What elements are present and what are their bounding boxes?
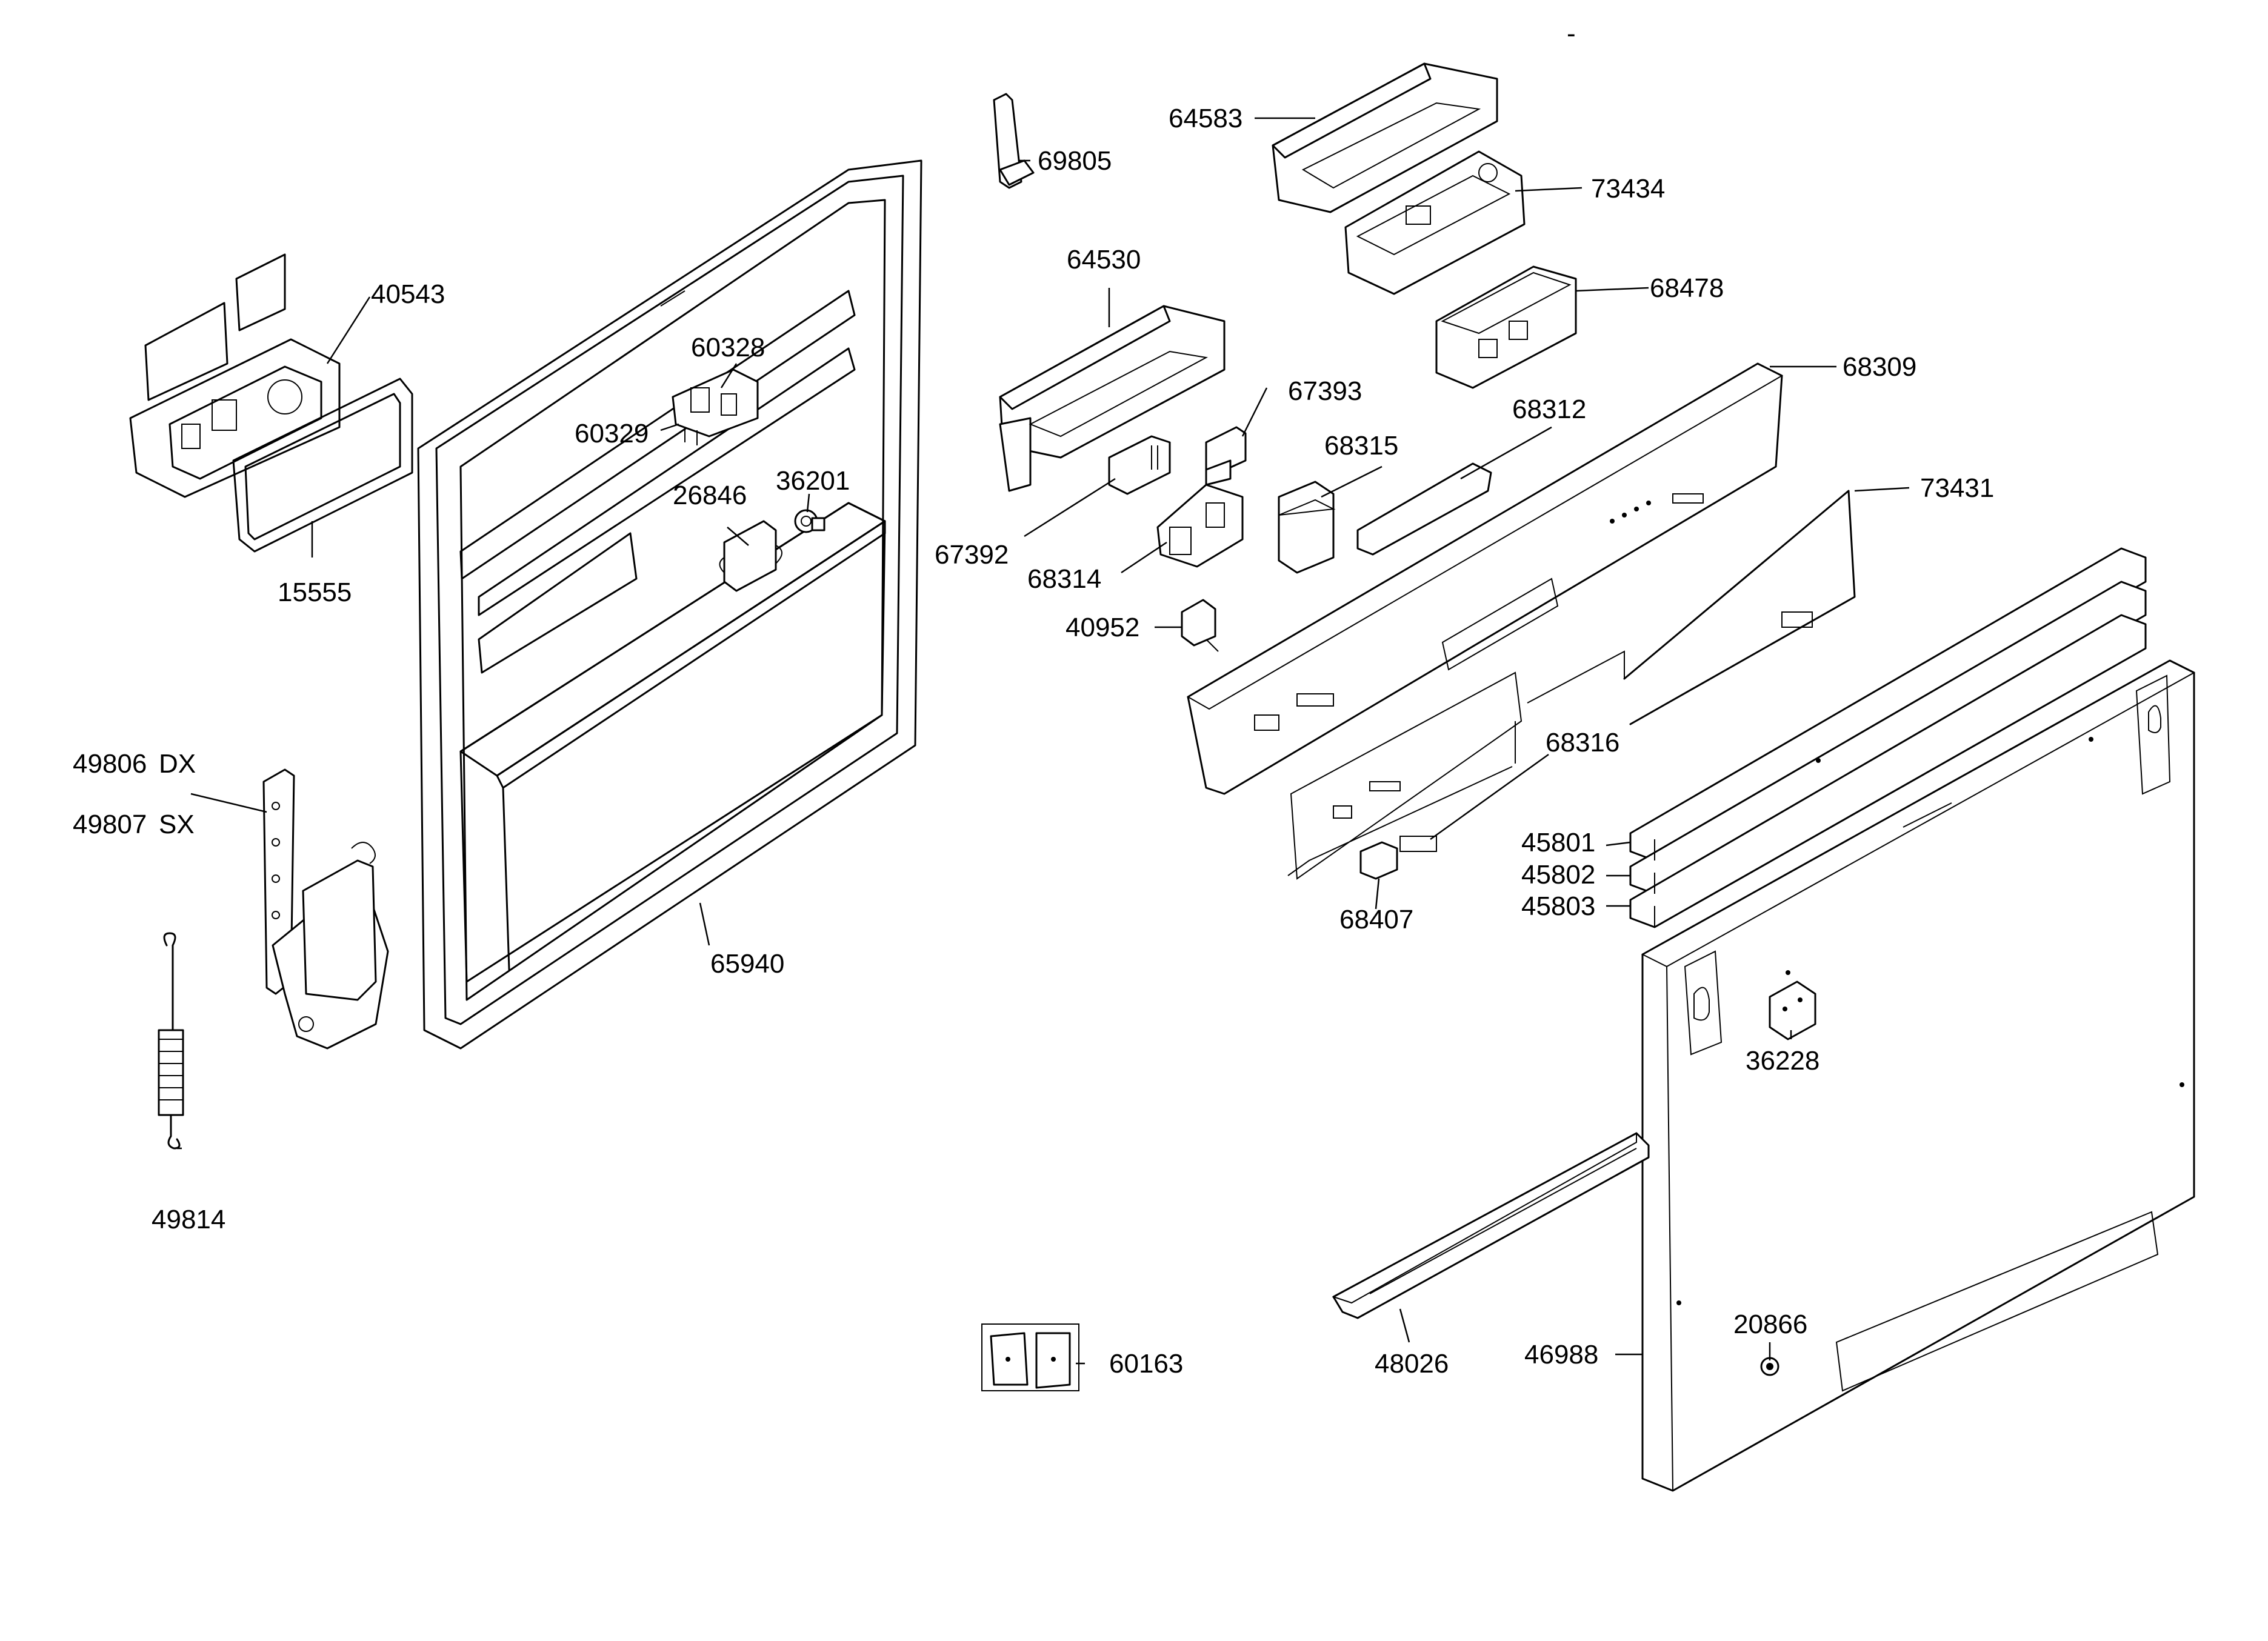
hinge-49806-49807 [262, 768, 389, 1050]
holder-68315 [1278, 481, 1336, 574]
label-64583: 64583 [1169, 104, 1242, 133]
control-unit-40543 [129, 253, 341, 498]
label-45802: 45802 [1521, 860, 1595, 890]
corner-mark: - [1567, 19, 1576, 48]
label-36201: 36201 [776, 466, 850, 496]
housing-64530 [999, 305, 1226, 492]
label-48026: 48026 [1375, 1349, 1449, 1379]
seal-15555 [232, 378, 413, 553]
label-69805: 69805 [1038, 146, 1112, 176]
label-15555: 15555 [278, 578, 352, 607]
label-65940: 65940 [710, 949, 784, 979]
label-45801: 45801 [1521, 828, 1595, 857]
strip-68312 [1356, 462, 1492, 556]
connector-40952 [1181, 599, 1219, 652]
switch-60328 [672, 368, 759, 445]
dispenser-73434 [1344, 150, 1526, 295]
outer-door-panel-46988 [1641, 659, 2196, 1492]
label-67393: 67393 [1288, 376, 1362, 406]
panel-73431 [1287, 490, 1856, 876]
part-labels: 40543 15555 60328 60329 26846 36201 4980… [73, 19, 1994, 1379]
strips-45801-45803 [1629, 547, 2147, 928]
knob-36201 [794, 509, 825, 533]
label-68314: 68314 [1027, 564, 1101, 594]
label-68312: 68312 [1512, 394, 1586, 424]
label-40543: 40543 [371, 279, 445, 309]
holder-68314 [1156, 484, 1244, 568]
label-49814: 49814 [152, 1205, 225, 1234]
label-68316: 68316 [1546, 728, 1619, 757]
screw-20866 [1760, 1357, 1779, 1376]
panel-68316 [1290, 671, 1523, 880]
label-73434: 73434 [1591, 174, 1665, 204]
board-67392 [1108, 435, 1171, 495]
spring-49814 [158, 932, 184, 1150]
label-49807: 49807 [73, 810, 147, 839]
label-36228: 36228 [1746, 1046, 1819, 1076]
control-panel-68309 [1187, 362, 1784, 795]
label-40952: 40952 [1066, 613, 1139, 642]
bracket-26846 [719, 520, 782, 592]
cover-64583 [1272, 62, 1498, 213]
label-68309: 68309 [1843, 352, 1916, 382]
label-49806-side: DX [159, 749, 196, 779]
label-45803: 45803 [1521, 891, 1595, 921]
label-60163: 60163 [1109, 1349, 1183, 1379]
label-67392: 67392 [935, 540, 1009, 570]
leader-lines [177, 117, 1910, 1365]
label-73431: 73431 [1920, 473, 1994, 503]
plate-36228 [1769, 980, 1816, 1040]
plates-60163 [981, 1323, 1079, 1391]
label-68315: 68315 [1324, 431, 1398, 461]
label-68478: 68478 [1650, 273, 1724, 303]
inner-door-frame-65940 [417, 159, 922, 1050]
label-60329: 60329 [575, 419, 649, 448]
label-60328: 60328 [691, 333, 765, 362]
module-68478 [1435, 265, 1577, 389]
label-26846: 26846 [673, 481, 747, 510]
rail-48026 [1332, 1132, 1650, 1319]
label-49807-side: SX [159, 810, 195, 839]
clip-69805 [993, 93, 1035, 189]
label-20866: 20866 [1733, 1310, 1807, 1339]
bracket-67393 [1205, 426, 1247, 486]
button-68407 [1359, 841, 1398, 880]
label-49806: 49806 [73, 749, 147, 779]
label-46988: 46988 [1524, 1340, 1598, 1370]
label-64530: 64530 [1067, 245, 1141, 275]
label-68407: 68407 [1339, 905, 1413, 934]
